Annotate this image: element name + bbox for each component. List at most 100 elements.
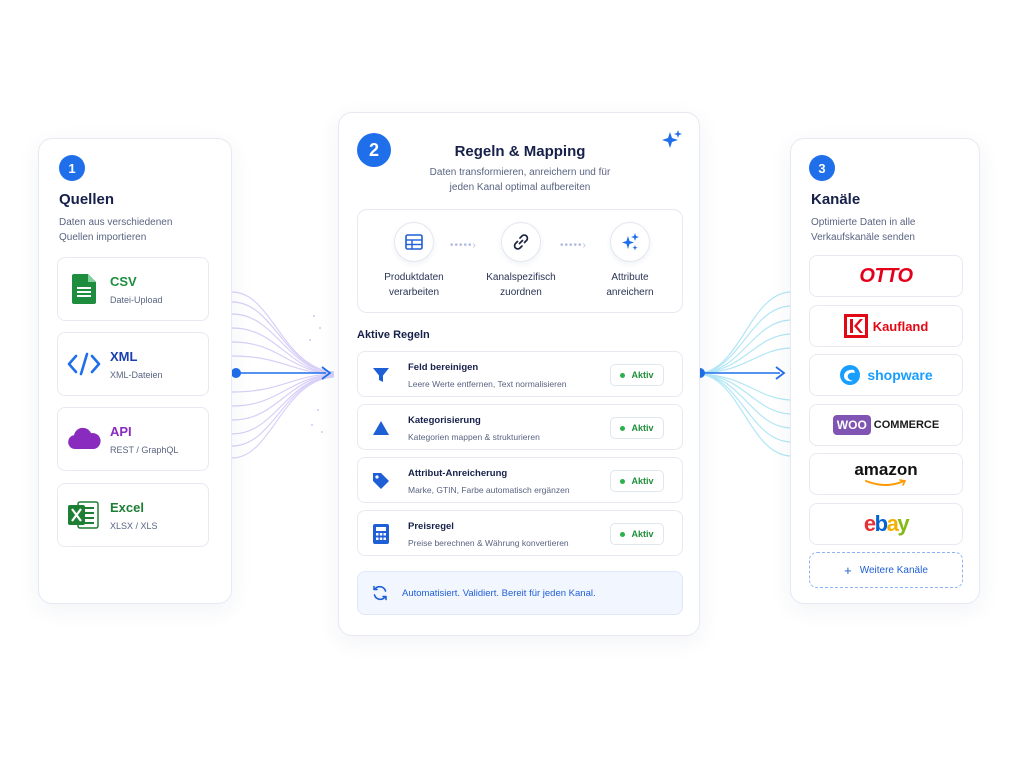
status-badge[interactable]: Aktiv	[610, 417, 664, 439]
csv-file-icon	[58, 274, 110, 304]
channel-card-otto[interactable]: OTTO	[809, 255, 963, 297]
amazon-logo-text: amazon	[854, 460, 918, 479]
description-line: jeden Kanal optimal aufbereiten	[449, 182, 591, 193]
rule-row-field-cleanup[interactable]: Feld bereinigen Leere Werte entfernen, T…	[357, 351, 683, 397]
sources-panel: 1 Quellen Daten aus verschiedenen Quelle…	[38, 138, 232, 604]
refresh-icon	[373, 585, 387, 601]
footer-text: Automatisiert. Validiert. Bereit für jed…	[402, 587, 596, 599]
sparkle-icon	[610, 222, 650, 262]
rule-description: Kategorien mappen & strukturieren	[408, 432, 540, 442]
panel-description: Daten transformieren, anreichern und für…	[339, 165, 701, 195]
channels-panel: 3 Kanäle Optimierte Daten in alle Verkau…	[790, 138, 980, 604]
panel-title: Kanäle	[811, 191, 861, 208]
status-dot	[620, 425, 626, 431]
amazon-smile-icon	[865, 479, 907, 486]
ebay-logo: ebay	[863, 511, 910, 537]
status-badge[interactable]: Aktiv	[610, 523, 664, 545]
step-number-badge: 2	[357, 133, 391, 167]
panel-description: Daten aus verschiedenen Quellen importie…	[59, 217, 173, 243]
status-text: Aktiv	[631, 529, 654, 539]
flow-dots: •••••›	[560, 240, 587, 251]
step-label-line: Attribute	[611, 272, 649, 283]
panel-title: Regeln & Mapping	[454, 143, 586, 160]
rules-heading: Aktive Regeln	[357, 329, 430, 341]
channel-card-shopware[interactable]: shopware	[809, 354, 963, 396]
description-line: Optimierte Daten in alle	[811, 217, 916, 228]
step-channel-mapping: Kanalspezifisch zuordnen	[475, 222, 567, 300]
kaufland-logo-icon	[843, 314, 868, 338]
woo-commerce-text: COMMERCE	[873, 419, 940, 431]
rule-description: Marke, GTIN, Farbe automatisch ergänzen	[408, 485, 570, 495]
source-flow-lines	[231, 291, 335, 459]
source-name: CSV	[110, 273, 137, 289]
rule-description: Leere Werte entfernen, Text normalisiere…	[408, 379, 567, 389]
excel-icon	[58, 500, 110, 530]
link-icon	[501, 222, 541, 262]
step-label-line: verarbeiten	[388, 287, 440, 298]
rule-description: Preise berechnen & Währung konvertieren	[408, 538, 569, 548]
source-subtitle: XML-Dateien	[110, 369, 163, 380]
status-text: Aktiv	[631, 476, 654, 486]
more-channels-label: Weitere Kanäle	[859, 564, 928, 576]
source-card-api[interactable]: API REST / GraphQL	[57, 407, 209, 471]
sparkle-icon	[662, 130, 682, 148]
step-number-badge: 1	[59, 155, 85, 181]
status-badge[interactable]: Aktiv	[610, 364, 664, 386]
panel-title: Quellen	[59, 191, 115, 208]
ebay-letter: y	[897, 511, 909, 536]
rule-name: Attribut-Anreicherung	[408, 468, 508, 479]
rule-name: Kategorisierung	[408, 415, 481, 426]
channel-card-kaufland[interactable]: Kaufland	[809, 305, 963, 347]
source-name: Excel	[110, 499, 144, 515]
rule-row-categorization[interactable]: Kategorisierung Kategorien mappen & stru…	[357, 404, 683, 450]
source-card-csv[interactable]: CSV Datei-Upload	[57, 257, 209, 321]
shopware-logo-icon	[840, 365, 861, 385]
channel-card-ebay[interactable]: ebay	[809, 503, 963, 545]
plus-icon: +	[844, 562, 852, 578]
channel-card-amazon[interactable]: amazon	[809, 453, 963, 495]
table-icon	[394, 222, 434, 262]
status-dot	[620, 372, 626, 378]
status-text: Aktiv	[631, 423, 654, 433]
step-attribute-enrichment: Attribute anreichern	[584, 222, 676, 300]
rule-row-price-rule[interactable]: Preisregel Preise berechnen & Währung ko…	[357, 510, 683, 556]
panel-description: Optimierte Daten in alle Verkaufskanäle …	[811, 215, 916, 245]
source-subtitle: Datei-Upload	[110, 294, 163, 305]
source-card-xml[interactable]: XML XML-Dateien	[57, 332, 209, 396]
rule-name: Preisregel	[408, 521, 454, 532]
more-channels-button[interactable]: + Weitere Kanäle	[809, 552, 963, 588]
ebay-letter: b	[874, 511, 888, 536]
filter-icon	[370, 364, 392, 386]
woo-badge: WOO	[832, 415, 871, 435]
channel-card-woocommerce[interactable]: WOO COMMERCE	[809, 404, 963, 446]
calculator-icon	[370, 523, 392, 545]
code-icon	[58, 352, 110, 376]
source-name: API	[110, 423, 132, 439]
shopware-logo-text: shopware	[867, 367, 933, 383]
status-dot	[620, 478, 626, 484]
description-line: Daten transformieren, anreichern und für	[429, 167, 611, 178]
status-badge[interactable]: Aktiv	[610, 470, 664, 492]
automation-footer: Automatisiert. Validiert. Bereit für jed…	[357, 571, 683, 615]
step-label-line: Kanalspezifisch	[486, 272, 556, 283]
rule-row-attribute-enrichment[interactable]: Attribut-Anreicherung Marke, GTIN, Farbe…	[357, 457, 683, 503]
source-subtitle: REST / GraphQL	[110, 444, 179, 455]
otto-logo: OTTO	[859, 264, 913, 287]
kaufland-logo-text: Kaufland	[872, 318, 929, 334]
source-card-excel[interactable]: Excel XLSX / XLS	[57, 483, 209, 547]
flow-dots: •••••›	[450, 240, 477, 251]
description-line: Verkaufskanäle senden	[811, 232, 915, 243]
mapping-panel: 2 Regeln & Mapping Daten transformieren,…	[338, 112, 700, 636]
step-label-line: zuordnen	[500, 287, 542, 298]
step-number-badge: 3	[809, 155, 835, 181]
ebay-letter: e	[863, 511, 876, 536]
rule-name: Feld bereinigen	[408, 362, 479, 373]
ebay-letter: a	[886, 511, 899, 536]
status-text: Aktiv	[631, 370, 654, 380]
step-label-line: anreichern	[606, 287, 654, 298]
status-dot	[620, 531, 626, 537]
triangle-icon	[370, 417, 392, 439]
cloud-icon	[58, 427, 110, 451]
